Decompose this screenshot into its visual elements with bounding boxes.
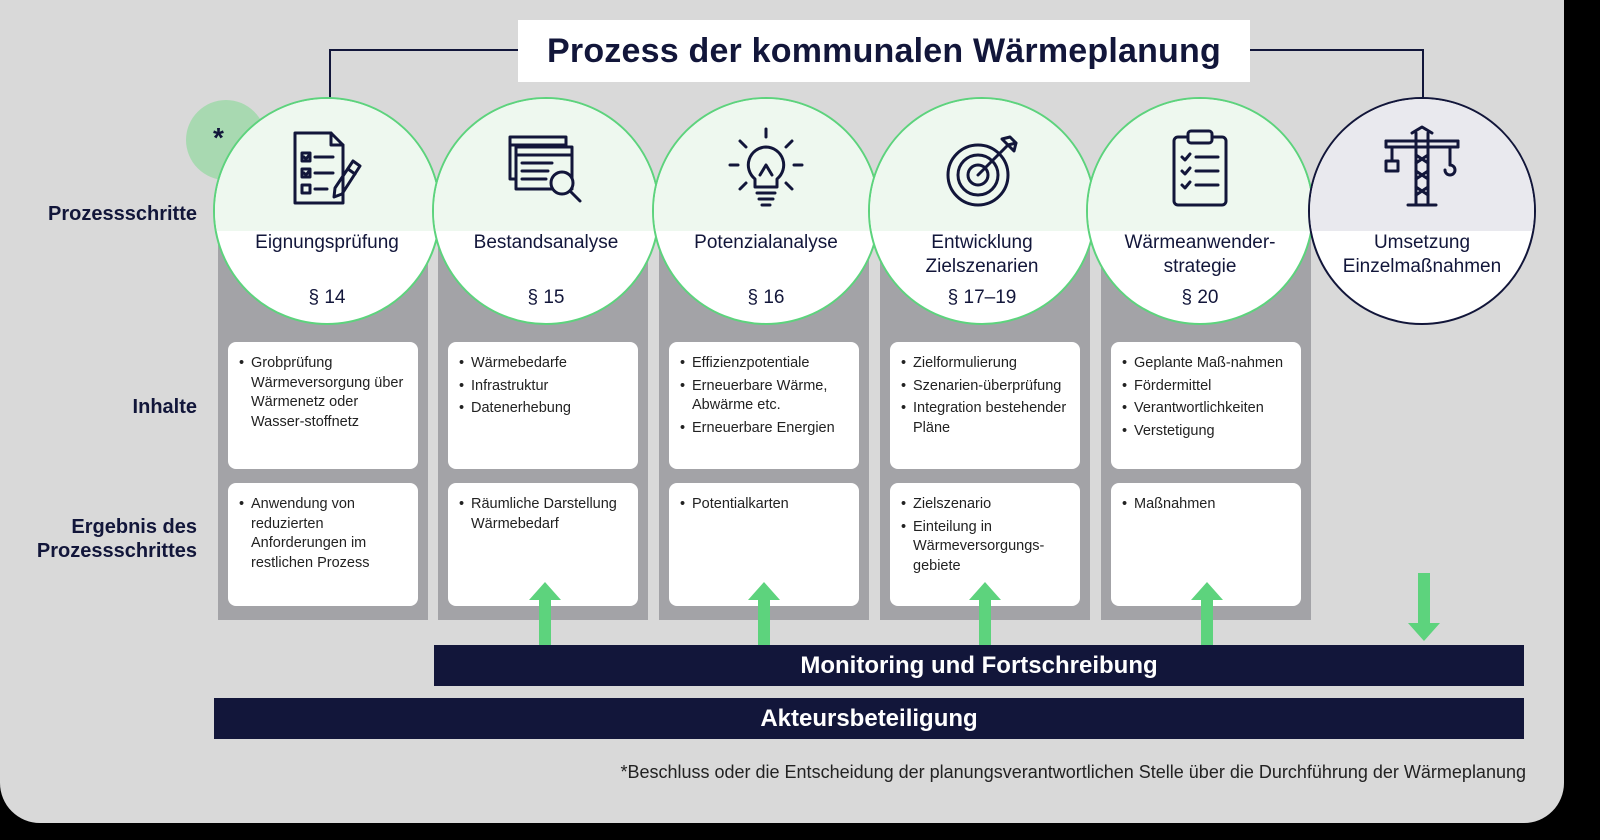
content-card-1: Grobprüfung Wärmeversorgung über Wärmene… xyxy=(228,342,418,469)
step-paragraph: § 16 xyxy=(747,287,785,308)
title-bracket-right-v xyxy=(1422,49,1424,99)
list-item: Geplante Maß-nahmen xyxy=(1121,354,1293,374)
row-label-contents: Inhalte xyxy=(132,396,197,418)
step-name: Entwicklung Zielszenarien xyxy=(880,231,1084,279)
result-list: Maßnahmen xyxy=(1121,495,1293,515)
list-item: Erneuerbare Wärme, Abwärme etc. xyxy=(679,377,851,416)
list-item: Verstetigung xyxy=(1121,422,1293,442)
step-circle-cap xyxy=(1088,99,1312,231)
list-item: Wärmebedarfe xyxy=(458,354,630,374)
list-item: Einteilung in Wärmeversorgungs-gebiete xyxy=(900,518,1072,577)
crane-icon xyxy=(1384,125,1460,207)
step-name: Potenzialanalyse xyxy=(664,231,868,255)
list-item: Szenarien-überprüfung xyxy=(900,377,1072,397)
content-card-3: Effizienzpotentiale Erneuerbare Wärme, A… xyxy=(669,342,859,469)
step-circle-1: Eignungsprüfung § 14 xyxy=(213,97,441,325)
step-circle-4: Entwicklung Zielszenarien § 17–19 xyxy=(868,97,1096,325)
step-name-line2: Zielszenarien xyxy=(925,256,1039,277)
list-item: Datenerhebung xyxy=(458,399,630,419)
step-name-line1: Wärmeanwender- xyxy=(1124,232,1276,253)
content-list: Zielformulierung Szenarien-überprüfung I… xyxy=(900,354,1072,438)
list-item: Maßnahmen xyxy=(1121,495,1293,515)
step-paragraph: § 14 xyxy=(308,287,346,308)
diagram-panel: Prozess der kommunalen Wärmeplanung Proz… xyxy=(0,0,1564,823)
content-list: Grobprüfung Wärmeversorgung über Wärmene… xyxy=(238,354,410,432)
title-bracket-left-h xyxy=(329,49,518,51)
step-circle-6: Umsetzung Einzelmaßnahmen xyxy=(1308,97,1536,325)
step-name: Eignungsprüfung xyxy=(225,231,429,255)
step-name-line2: strategie xyxy=(1163,256,1237,277)
step-circle-5: Wärmeanwender- strategie § 20 xyxy=(1086,97,1314,325)
result-card-1: Anwendung von reduzierten Anforderungen … xyxy=(228,483,418,606)
diagram-title: Prozess der kommunalen Wärmeplanung xyxy=(547,31,1221,70)
list-item: Potentialkarten xyxy=(679,495,851,515)
list-item: Infrastruktur xyxy=(458,377,630,397)
step-circle-cap xyxy=(1310,99,1534,231)
participation-bar: Akteursbeteiligung xyxy=(214,698,1524,739)
step-name-line1: Eignungsprüfung xyxy=(255,232,399,253)
up-arrow-icon xyxy=(1191,582,1223,646)
step-name-line1: Umsetzung xyxy=(1373,232,1471,253)
lightbulb-icon xyxy=(728,127,804,207)
down-arrow-icon xyxy=(1408,573,1440,641)
row-label-steps: Prozessschritte xyxy=(48,203,197,225)
monitoring-bar: Monitoring und Fortschreibung xyxy=(434,645,1524,686)
step-name-line2: Einzelmaßnahmen xyxy=(1342,256,1502,277)
result-list: Zielszenario Einteilung in Wärmeversorgu… xyxy=(900,495,1072,576)
document-checklist-pen-icon xyxy=(293,131,362,205)
list-item: Anwendung von reduzierten Anforderungen … xyxy=(238,495,410,573)
step-circle-cap xyxy=(215,99,439,231)
list-item: Verantwortlichkeiten xyxy=(1121,399,1293,419)
row-label-result-line2: Prozessschrittes xyxy=(36,540,197,562)
content-card-4: Zielformulierung Szenarien-überprüfung I… xyxy=(890,342,1080,469)
step-name-line1: Entwicklung xyxy=(931,232,1033,253)
title-box: Prozess der kommunalen Wärmeplanung xyxy=(518,20,1250,82)
result-list: Potentialkarten xyxy=(679,495,851,515)
row-label-result-line1: Ergebnis des xyxy=(71,516,197,538)
list-item: Integration bestehender Pläne xyxy=(900,399,1072,438)
result-list: Anwendung von reduzierten Anforderungen … xyxy=(238,495,410,573)
content-list: Wärmebedarfe Infrastruktur Datenerhebung xyxy=(458,354,630,419)
step-paragraph: § 15 xyxy=(527,287,565,308)
step-name-line1: Bestandsanalyse xyxy=(473,232,619,253)
up-arrow-icon xyxy=(748,582,780,646)
list-item: Effizienzpotentiale xyxy=(679,354,851,374)
files-magnifier-icon xyxy=(508,135,582,203)
footnote: *Beschluss oder die Entscheidung der pla… xyxy=(620,762,1526,782)
step-circle-3: Potenzialanalyse § 16 xyxy=(652,97,880,325)
title-bracket-left-v xyxy=(329,49,331,99)
title-bracket-right-h xyxy=(1250,49,1424,51)
target-arrow-icon xyxy=(946,135,1018,207)
step-paragraph: § 17–19 xyxy=(947,287,1017,308)
row-label-result: Ergebnis des Prozessschrittes xyxy=(37,515,197,563)
step-name: Umsetzung Einzelmaßnahmen xyxy=(1320,231,1524,279)
step-name: Bestandsanalyse xyxy=(444,231,648,255)
list-item: Fördermittel xyxy=(1121,377,1293,397)
list-item: Grobprüfung Wärmeversorgung über Wärmene… xyxy=(238,354,410,432)
list-item: Räumliche Darstellung Wärmebedarf xyxy=(458,495,630,534)
up-arrow-icon xyxy=(529,582,561,646)
list-item: Zielszenario xyxy=(900,495,1072,515)
clipboard-checklist-icon xyxy=(1172,129,1228,207)
step-name: Wärmeanwender- strategie xyxy=(1098,231,1302,279)
content-card-5: Geplante Maß-nahmen Fördermittel Verantw… xyxy=(1111,342,1301,469)
list-item: Zielformulierung xyxy=(900,354,1072,374)
up-arrow-icon xyxy=(969,582,1001,646)
content-list: Geplante Maß-nahmen Fördermittel Verantw… xyxy=(1121,354,1293,441)
content-card-2: Wärmebedarfe Infrastruktur Datenerhebung xyxy=(448,342,638,469)
list-item: Erneuerbare Energien xyxy=(679,419,851,439)
step-name-line1: Potenzialanalyse xyxy=(694,232,838,253)
content-list: Effizienzpotentiale Erneuerbare Wärme, A… xyxy=(679,354,851,438)
step-circle-2: Bestandsanalyse § 15 xyxy=(432,97,660,325)
result-list: Räumliche Darstellung Wärmebedarf xyxy=(458,495,630,534)
step-paragraph: § 20 xyxy=(1181,287,1219,308)
